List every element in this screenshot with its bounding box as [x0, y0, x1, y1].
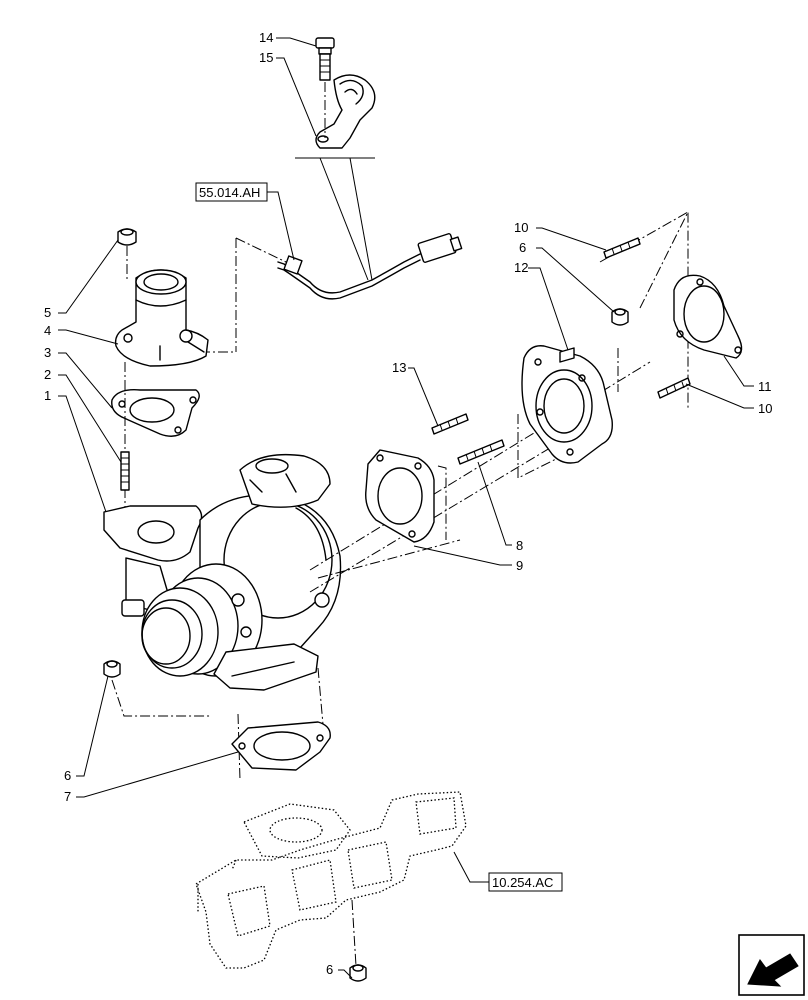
- svg-text:55.014.AH: 55.014.AH: [199, 185, 260, 200]
- callout-1: 1: [44, 388, 51, 403]
- bracket-part-15: [315, 74, 376, 149]
- stud-part-13: [431, 413, 469, 435]
- callout-6-left: 6: [64, 768, 71, 783]
- stud-part-8: [457, 439, 505, 465]
- callout-4: 4: [44, 323, 51, 338]
- nut-part-6-right: [611, 308, 629, 326]
- elbow-housing-part-4: [114, 269, 209, 367]
- nut-part-6-bottom: [349, 964, 367, 982]
- stud-part-10-top: [603, 237, 641, 259]
- gasket-part-7: [231, 721, 331, 771]
- gasket-part-9: [365, 449, 435, 543]
- adapter-flange-part-12: [521, 345, 613, 464]
- callout-14: 14: [259, 30, 273, 45]
- nut-part-5: [117, 228, 137, 246]
- next-page-arrow-icon[interactable]: [738, 934, 805, 996]
- callout-6-bottom: 6: [326, 962, 333, 977]
- sensor-cable: [277, 233, 463, 300]
- callout-5: 5: [44, 305, 51, 320]
- callout-12: 12: [514, 260, 528, 275]
- svg-text:10.254.AC: 10.254.AC: [492, 875, 553, 890]
- callout-8: 8: [516, 538, 523, 553]
- turbocharger-part-1: [103, 453, 342, 691]
- callout-15: 15: [259, 50, 273, 65]
- gasket-part-11: [673, 274, 743, 359]
- bolt-part-14: [315, 37, 335, 81]
- callout-10-bottom: 10: [758, 401, 772, 416]
- stud-part-10-bottom: [657, 377, 691, 399]
- ref-box-sensor[interactable]: 55.014.AH: [195, 182, 268, 202]
- callout-9: 9: [516, 558, 523, 573]
- exhaust-manifold: [195, 791, 467, 969]
- ref-box-manifold[interactable]: 10.254.AC: [488, 872, 563, 892]
- callout-10-top: 10: [514, 220, 528, 235]
- callout-6-right: 6: [519, 240, 526, 255]
- callout-11: 11: [758, 379, 772, 394]
- callout-13: 13: [392, 360, 406, 375]
- callout-3: 3: [44, 345, 51, 360]
- stud-part-2: [120, 451, 130, 491]
- callout-7: 7: [64, 789, 71, 804]
- nut-part-6-left: [103, 660, 121, 678]
- callout-2: 2: [44, 367, 51, 382]
